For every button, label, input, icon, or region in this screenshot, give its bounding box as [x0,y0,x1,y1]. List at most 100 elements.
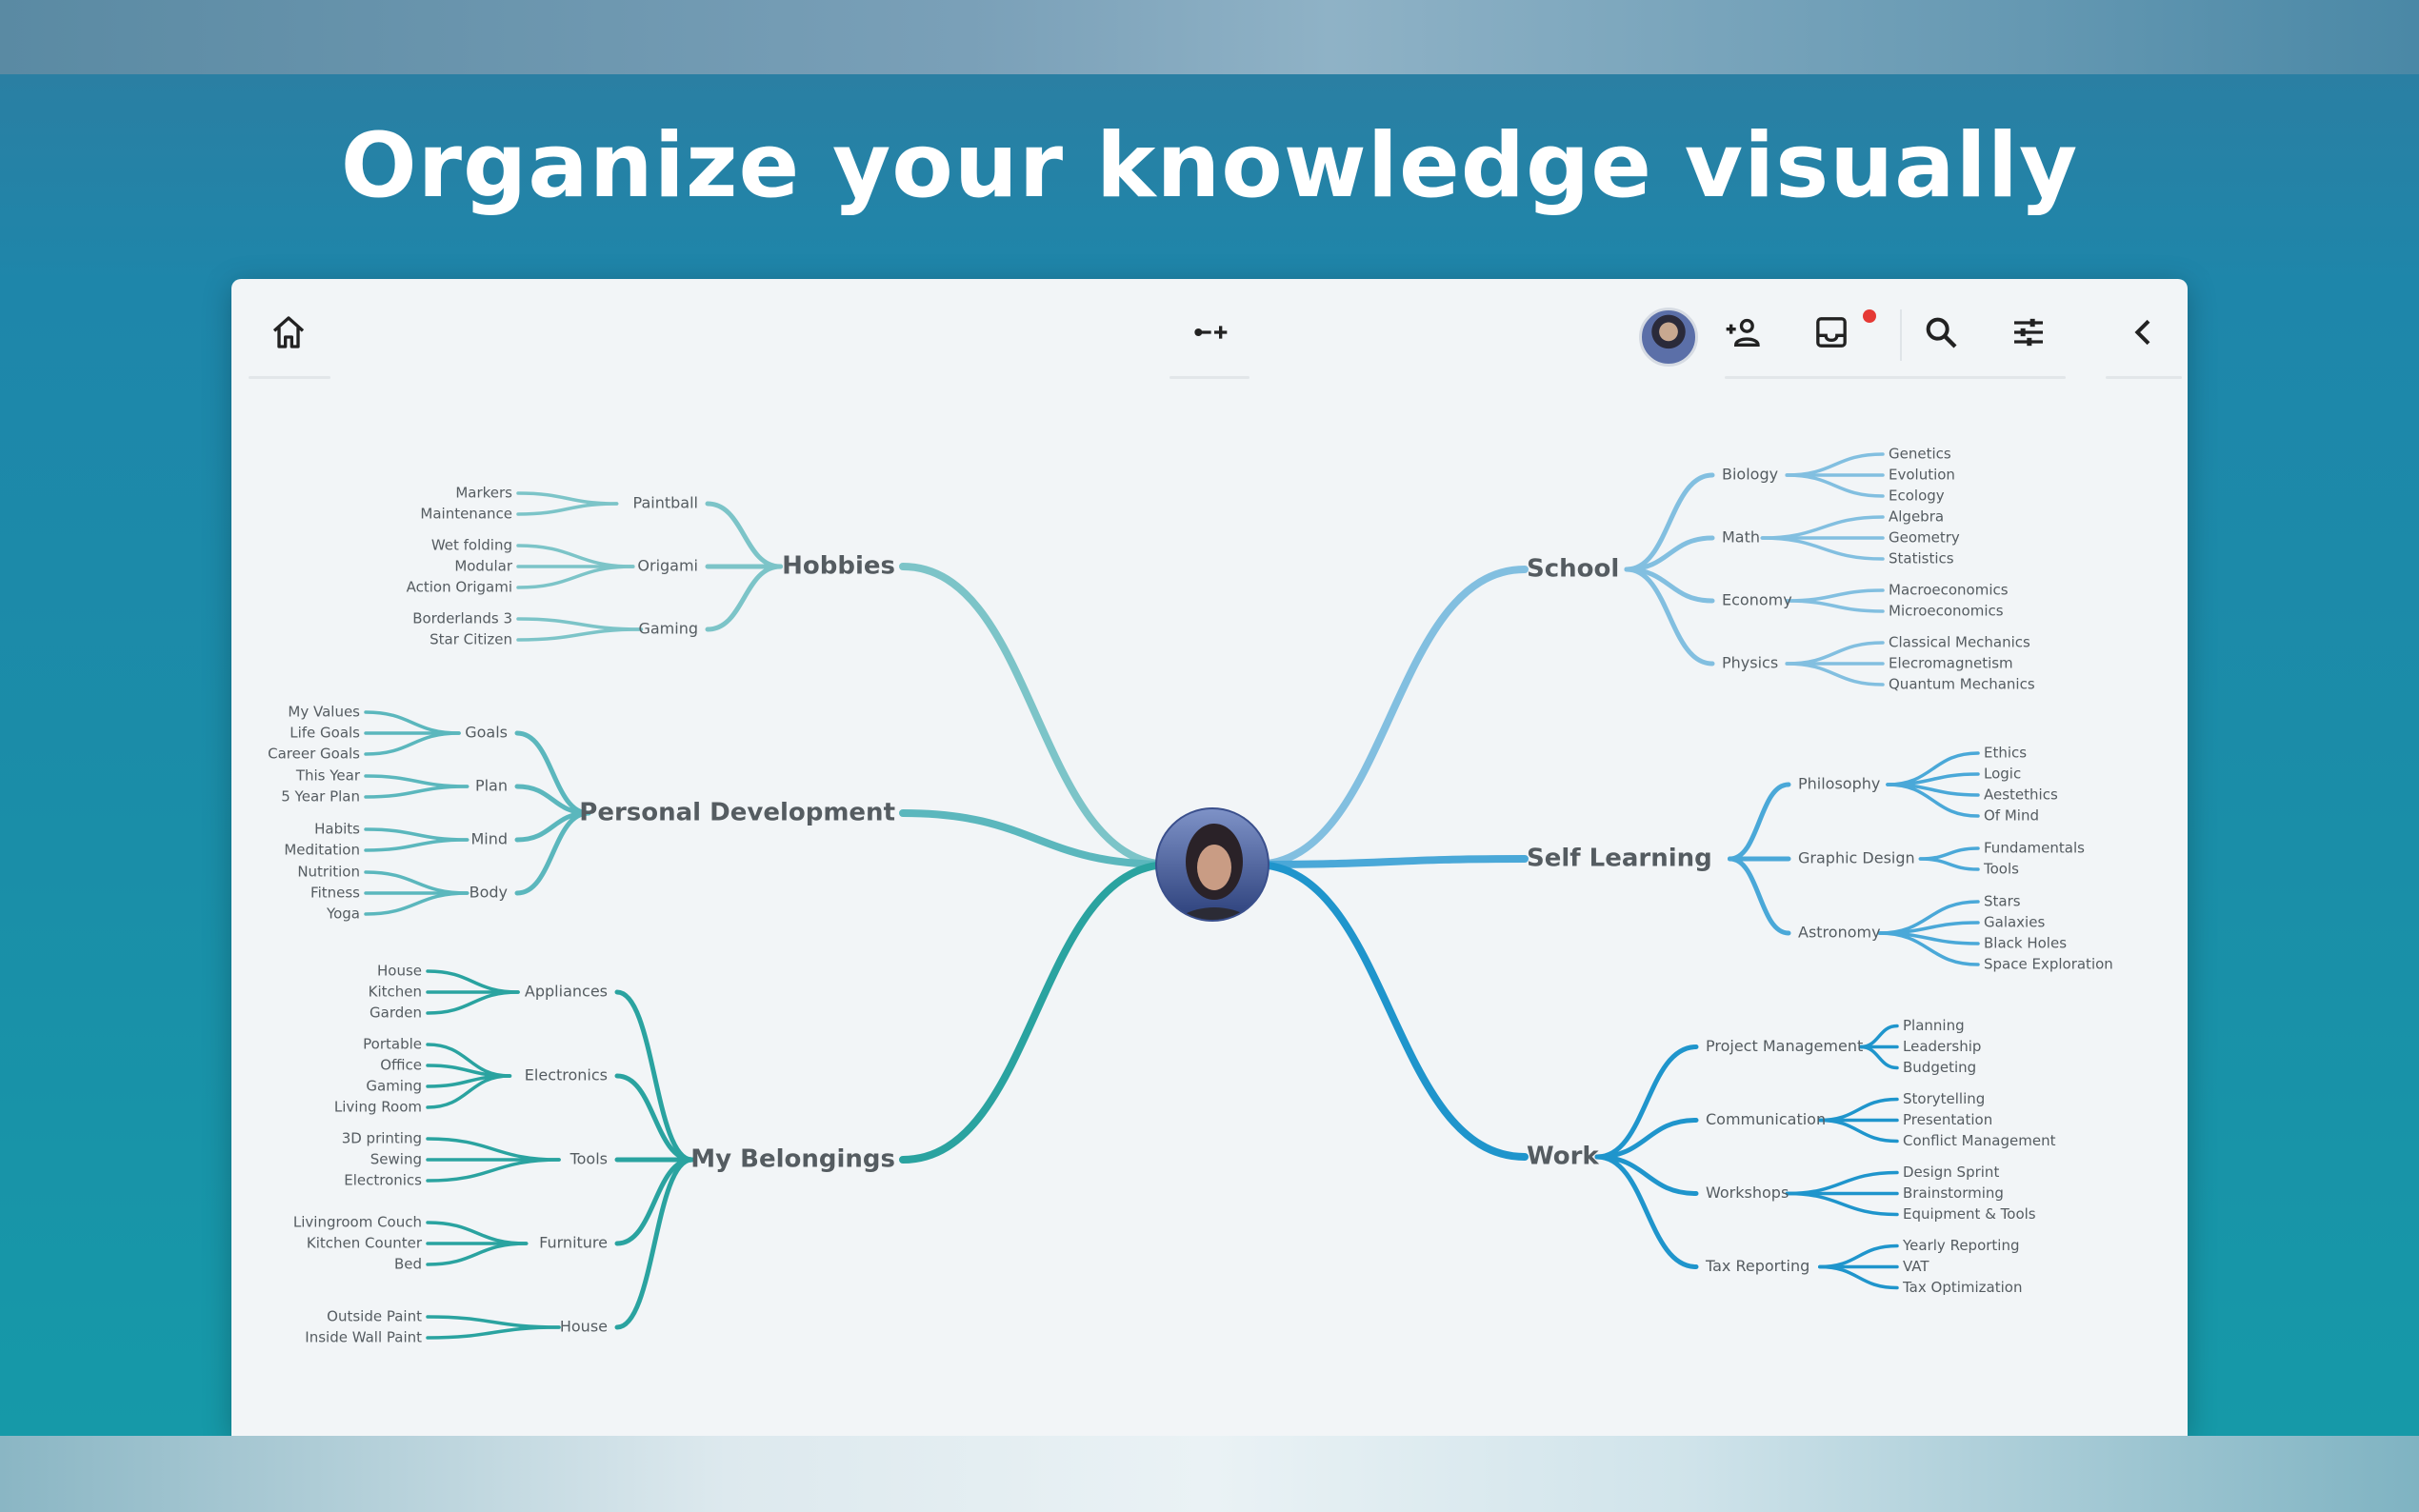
subtopic-label[interactable]: Physics [1722,654,1778,672]
leaf-label[interactable]: Aestethics [1984,786,2058,804]
leaf-label[interactable]: Black Holes [1984,935,2067,952]
leaf-label[interactable]: Evolution [1889,467,1955,484]
main-topic-label[interactable]: Personal Development [579,799,895,827]
leaf-label[interactable]: Kitchen [369,984,422,1001]
subtopic-label[interactable]: Economy [1722,591,1792,609]
subtopic-label[interactable]: Philosophy [1798,775,1880,793]
leaf-label[interactable]: Fundamentals [1984,840,2085,857]
leaf-label[interactable]: Living Room [334,1099,422,1116]
leaf-label[interactable]: Bed [394,1256,422,1273]
subtopic-label[interactable]: Body [470,884,508,902]
main-topic-label[interactable]: Self Learning [1527,845,1712,873]
leaf-label[interactable]: Equipment & Tools [1903,1205,2036,1223]
subtopic-label[interactable]: House [560,1318,608,1336]
leaf-label[interactable]: Storytelling [1903,1090,1985,1107]
leaf-label[interactable]: Portable [363,1036,422,1053]
leaf-label[interactable]: Inside Wall Paint [305,1329,422,1346]
leaf-label[interactable]: Design Sprint [1903,1164,1999,1181]
leaf-label[interactable]: Sewing [370,1151,422,1168]
main-topic-label[interactable]: My Belongings [690,1145,895,1174]
home-button[interactable] [260,304,317,361]
subtopic-label[interactable]: Math [1722,528,1760,547]
subtopic-label[interactable]: Appliances [525,983,608,1001]
leaf-label[interactable]: Space Exploration [1984,956,2113,973]
leaf-label[interactable]: Star Citizen [430,631,512,648]
leaf-label[interactable]: Borderlands 3 [412,610,512,627]
subtopic-label[interactable]: Graphic Design [1798,849,1915,867]
subtopic-label[interactable]: Astronomy [1798,924,1881,942]
leaf-label[interactable]: Macroeconomics [1889,582,2009,599]
inbox-button[interactable] [1803,304,1860,361]
main-topic-label[interactable]: Work [1527,1143,1599,1171]
leaf-label[interactable]: 5 Year Plan [281,788,360,806]
leaf-label[interactable]: Wet folding [431,537,512,554]
mind-map-canvas[interactable]: Hobbies Paintball MarkersMaintenanceOrigam… [231,279,2188,1436]
leaf-label[interactable]: Outside Paint [327,1308,422,1325]
leaf-label[interactable]: Presentation [1903,1111,1992,1128]
avatar[interactable] [1639,308,1698,367]
subtopic-label[interactable]: Tax Reporting [1705,1257,1809,1275]
subtopic-label[interactable]: Goals [465,724,508,742]
subtopic-label[interactable]: Furniture [539,1234,608,1252]
leaf-label[interactable]: Stars [1984,893,2021,910]
leaf-label[interactable]: Life Goals [290,725,360,742]
leaf-label[interactable]: Habits [314,821,360,838]
subtopic-label[interactable]: Paintball [633,494,698,512]
leaf-label[interactable]: Algebra [1889,508,1944,526]
leaf-label[interactable]: Conflict Management [1903,1132,2056,1149]
add-node-button[interactable] [1181,304,1238,361]
leaf-label[interactable]: Yoga [326,905,360,923]
leaf-label[interactable]: Yearly Reporting [1902,1237,2020,1254]
collapse-button[interactable] [2115,304,2172,361]
leaf-label[interactable]: House [377,963,422,980]
leaf-label[interactable]: Quantum Mechanics [1889,676,2035,693]
main-topic-label[interactable]: Hobbies [782,552,895,581]
subtopic-label[interactable]: Mind [470,830,508,848]
leaf-label[interactable]: Action Origami [407,579,512,596]
leaf-label[interactable]: Elecromagnetism [1889,655,2013,672]
leaf-label[interactable]: Logic [1984,766,2021,783]
leaf-label[interactable]: This Year [295,767,361,785]
center-avatar[interactable] [1155,807,1269,965]
main-topic-label[interactable]: School [1527,555,1619,584]
subtopic-label[interactable]: Communication [1706,1110,1826,1128]
leaf-label[interactable]: Galaxies [1984,914,2045,931]
leaf-label[interactable]: Ethics [1984,745,2027,762]
leaf-label[interactable]: Tax Optimization [1902,1279,2022,1296]
leaf-label[interactable]: Office [380,1057,422,1074]
settings-button[interactable] [2000,304,2057,361]
leaf-label[interactable]: VAT [1903,1258,1929,1275]
leaf-label[interactable]: Markers [455,485,512,502]
leaf-label[interactable]: Fitness [310,885,360,902]
leaf-label[interactable]: Maintenance [420,506,512,523]
leaf-label[interactable]: Tools [1983,861,2019,878]
leaf-label[interactable]: Planning [1903,1017,1965,1034]
subtopic-label[interactable]: Project Management [1706,1037,1863,1055]
leaf-label[interactable]: Modular [454,558,513,575]
leaf-label[interactable]: Leadership [1903,1038,1981,1055]
subtopic-label[interactable]: Origami [637,557,698,575]
subtopic-label[interactable]: Plan [475,777,508,795]
leaf-label[interactable]: Gaming [366,1078,422,1095]
leaf-label[interactable]: Microeconomics [1889,603,2004,620]
subtopic-label[interactable]: Tools [570,1150,608,1168]
leaf-label[interactable]: Of Mind [1984,807,2039,825]
leaf-label[interactable]: Kitchen Counter [307,1235,423,1252]
leaf-label[interactable]: 3D printing [342,1130,422,1147]
leaf-label[interactable]: Budgeting [1903,1059,1976,1076]
subtopic-label[interactable]: Biology [1722,466,1778,484]
leaf-label[interactable]: Geometry [1889,529,1960,547]
leaf-label[interactable]: Ecology [1889,487,1945,505]
add-person-button[interactable] [1715,304,1772,361]
leaf-label[interactable]: Statistics [1889,550,1954,567]
leaf-label[interactable]: Nutrition [297,864,360,881]
leaf-label[interactable]: Garden [370,1005,422,1022]
search-button[interactable] [1912,304,1969,361]
leaf-label[interactable]: Classical Mechanics [1889,634,2030,651]
leaf-label[interactable]: Meditation [284,842,360,859]
leaf-label[interactable]: Genetics [1889,446,1951,463]
leaf-label[interactable]: Career Goals [268,746,360,763]
leaf-label[interactable]: Electronics [344,1172,422,1189]
subtopic-label[interactable]: Workshops [1706,1184,1789,1202]
leaf-label[interactable]: Livingroom Couch [293,1214,422,1231]
